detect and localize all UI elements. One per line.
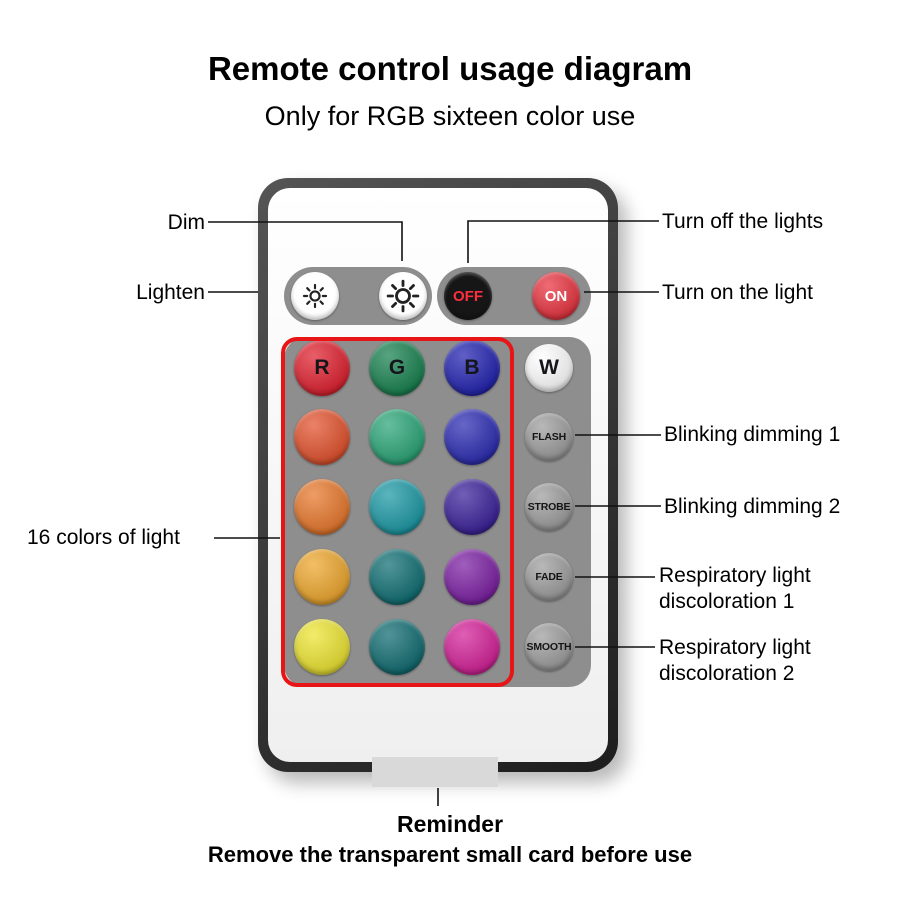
- smooth-label: SMOOTH: [526, 641, 572, 653]
- callout-turn-on: Turn on the light: [662, 281, 813, 304]
- sun-bright-icon: [386, 279, 420, 313]
- on-label: ON: [544, 287, 568, 305]
- key-smooth: SMOOTH: [525, 623, 573, 671]
- key-row2-col3: [444, 409, 500, 465]
- key-b: B: [444, 340, 500, 396]
- flash-label: FLASH: [532, 431, 566, 443]
- key-g-label: G: [388, 356, 406, 379]
- off-label: OFF: [453, 287, 483, 305]
- respiratory-1-line1: Respiratory light: [659, 564, 811, 587]
- key-on: ON: [532, 272, 580, 320]
- key-row5-col3: [444, 619, 500, 675]
- page-title: Remote control usage diagram: [207, 50, 693, 87]
- respiratory-1-line2: discoloration 1: [659, 590, 795, 613]
- key-row4-col2: [369, 549, 425, 605]
- key-row5-col1: [294, 619, 350, 675]
- key-off: OFF: [444, 272, 492, 320]
- callout-lighten: Lighten: [136, 281, 205, 304]
- reminder-title: Reminder: [396, 811, 504, 837]
- key-fade: FADE: [525, 553, 573, 601]
- key-row3-col1: [294, 479, 350, 535]
- key-w: W: [525, 344, 573, 392]
- sixteen-color-outline: [281, 337, 514, 687]
- key-r-label: R: [314, 356, 330, 379]
- key-dim: [291, 272, 339, 320]
- key-r: R: [294, 340, 350, 396]
- key-flash: FLASH: [525, 413, 573, 461]
- key-lighten: [379, 272, 427, 320]
- key-strobe: STROBE: [525, 483, 573, 531]
- key-row4-col3: [444, 549, 500, 605]
- key-row5-col2: [369, 619, 425, 675]
- key-row4-col1: [294, 549, 350, 605]
- callout-turn-off: Turn off the lights: [662, 210, 824, 233]
- page-subtitle: Only for RGB sixteen color use: [264, 101, 636, 131]
- key-b-label: B: [464, 356, 480, 379]
- key-row3-col2: [369, 479, 425, 535]
- reminder-text: Remove the transparent small card before…: [207, 842, 693, 867]
- callout-blinking-1: Blinking dimming 1: [664, 423, 841, 446]
- strobe-label: STROBE: [527, 501, 571, 513]
- callout-16-colors: 16 colors of light: [27, 526, 180, 549]
- callout-respiratory-2: Respiratory light discoloration 2: [659, 635, 811, 687]
- key-row3-col3: [444, 479, 500, 535]
- callout-blinking-2: Blinking dimming 2: [664, 495, 841, 518]
- key-g: G: [369, 340, 425, 396]
- key-w-label: W: [539, 356, 559, 379]
- respiratory-2-line2: discoloration 2: [659, 662, 795, 685]
- key-row2-col2: [369, 409, 425, 465]
- callout-dim: Dim: [167, 211, 205, 234]
- sun-dim-icon: [302, 283, 328, 309]
- fade-label: FADE: [535, 571, 563, 583]
- respiratory-2-line1: Respiratory light: [659, 636, 811, 659]
- transparent-card-tab: [372, 757, 498, 787]
- callout-respiratory-1: Respiratory light discoloration 1: [659, 563, 811, 615]
- key-row2-col1: [294, 409, 350, 465]
